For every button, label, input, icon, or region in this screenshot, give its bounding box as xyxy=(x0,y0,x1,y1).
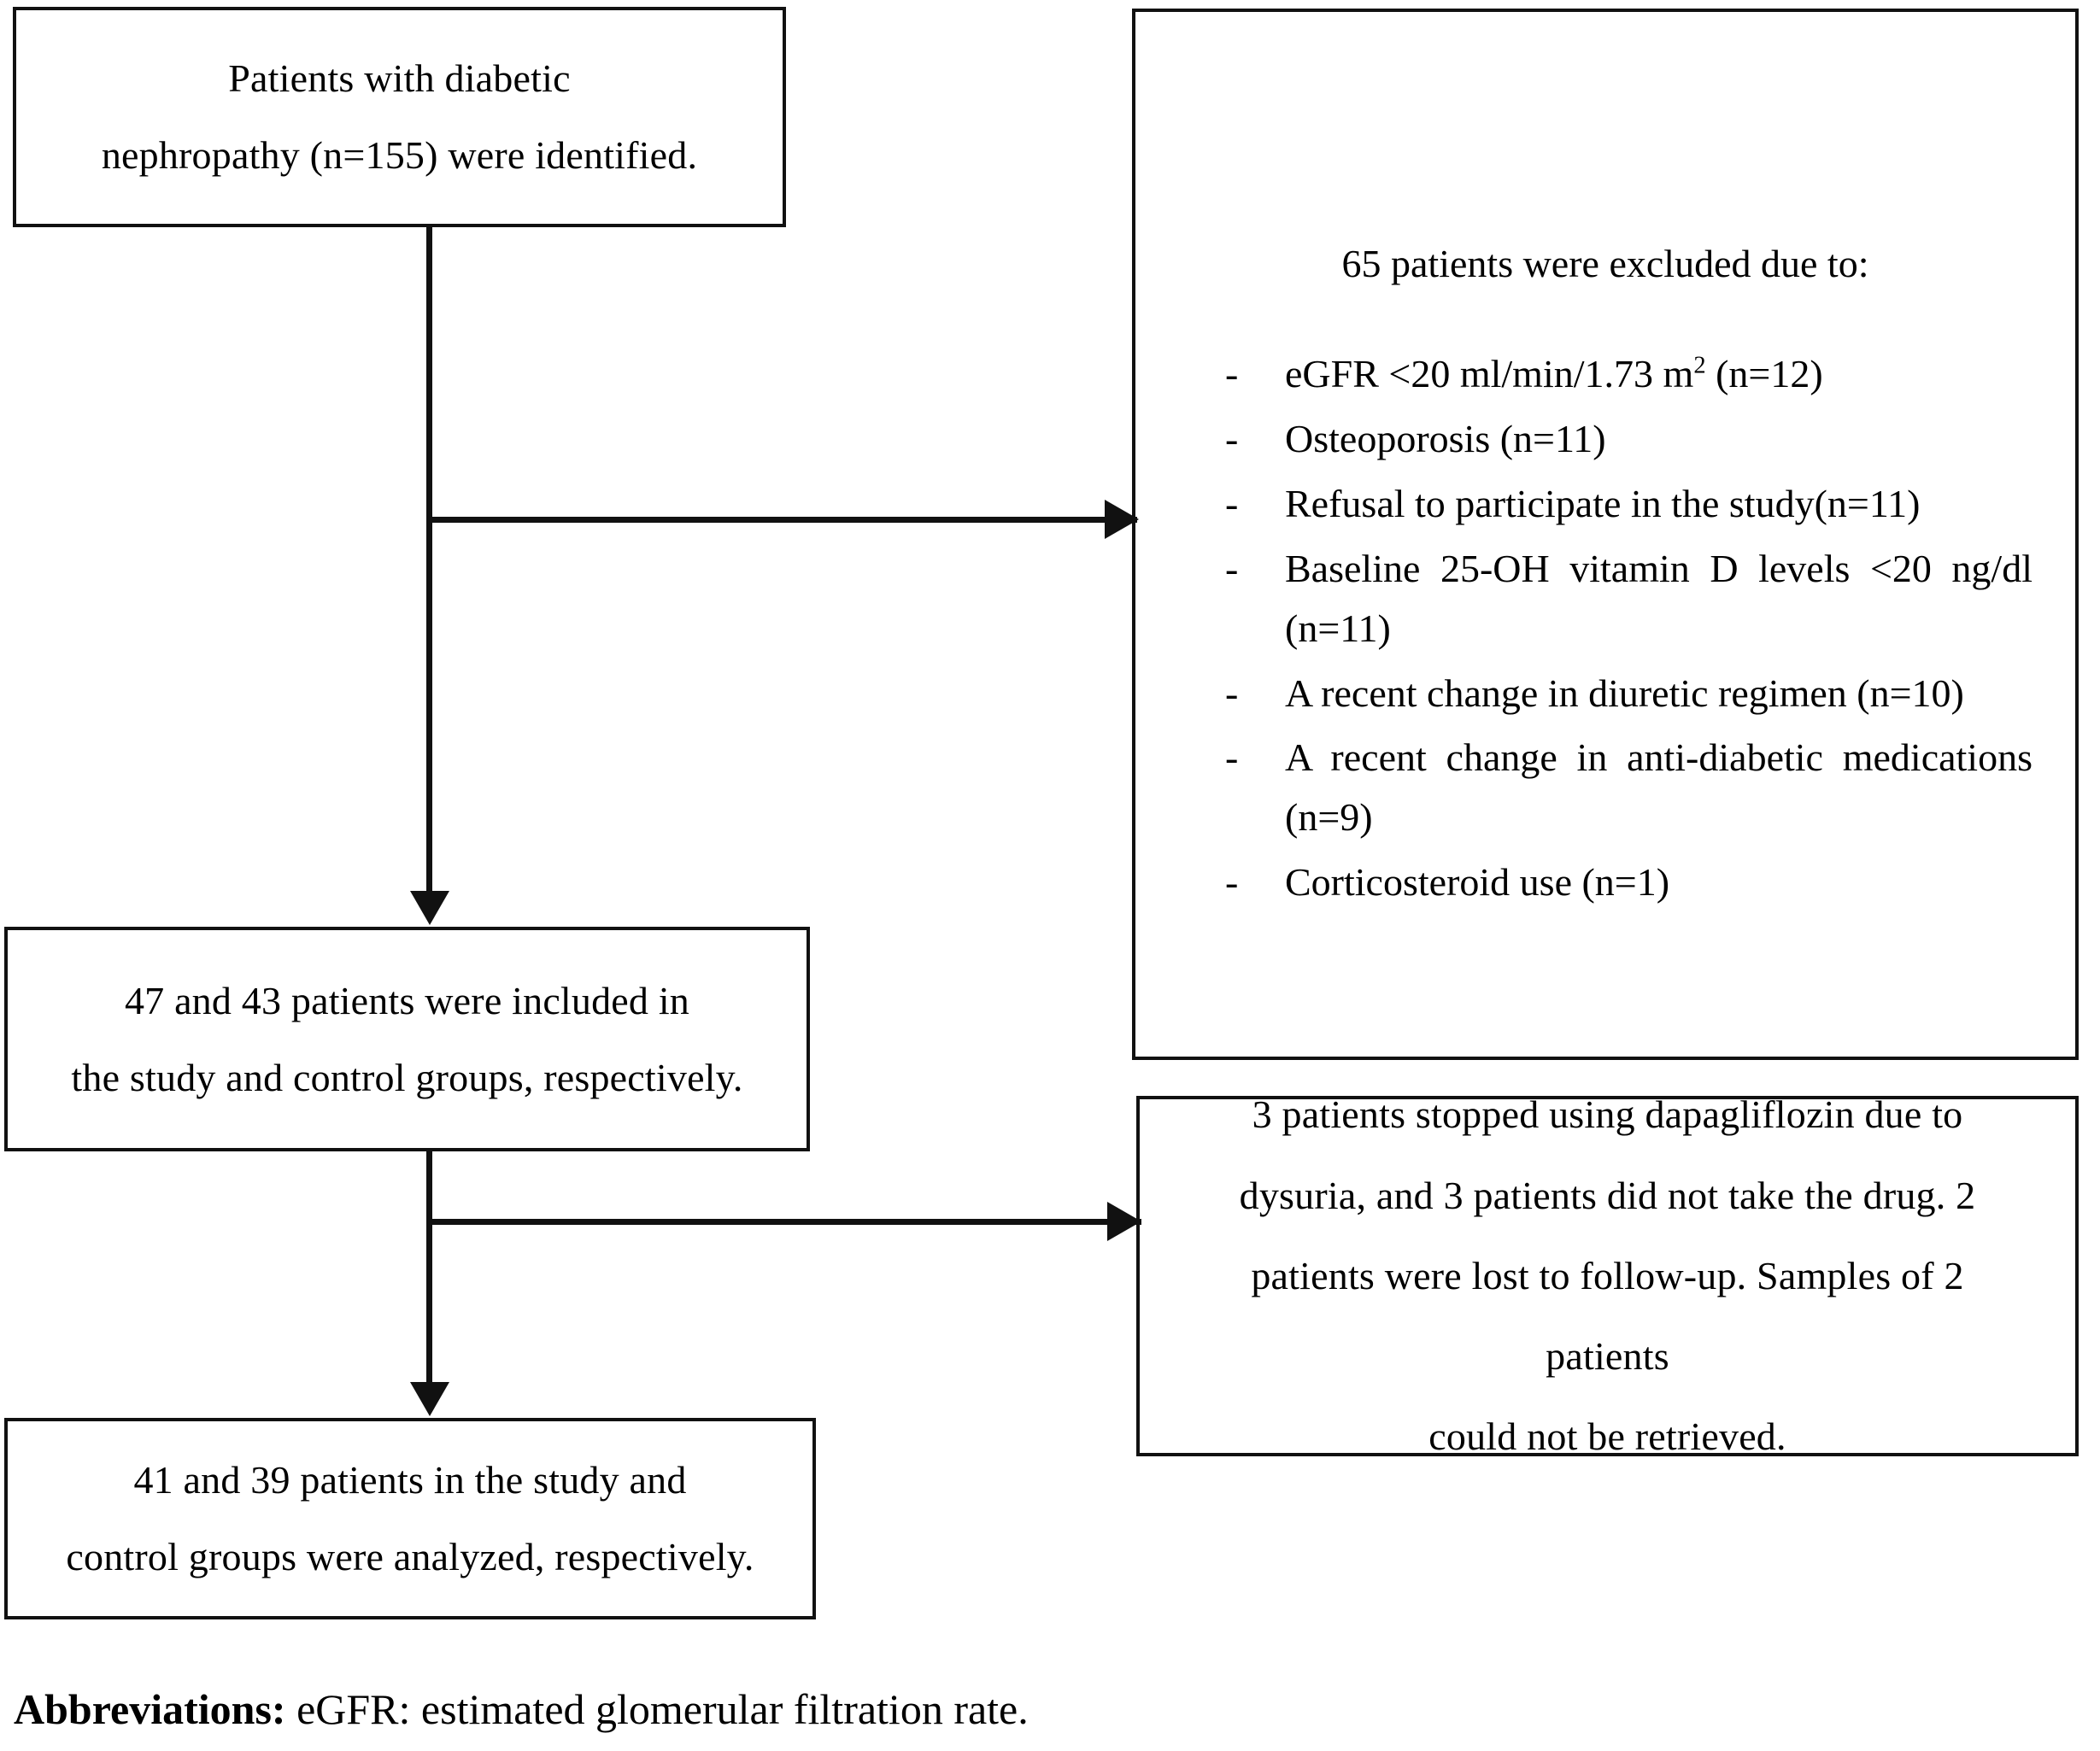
list-item: - A recent change in diuretic regimen (n… xyxy=(1135,664,2075,723)
list-item: - A recent change in anti-diabetic medic… xyxy=(1135,728,2075,847)
box-patients-included: 47 and 43 patients were included in the … xyxy=(4,927,810,1151)
arrowhead-down-icon xyxy=(410,1382,449,1416)
exclusions-list: - eGFR <20 ml/min/1.73 m2 (n=12) - Osteo… xyxy=(1135,344,2075,912)
exclusion-item-superscript: 2 xyxy=(1693,352,1706,379)
list-item: - Refusal to participate in the study(n=… xyxy=(1135,474,2075,534)
bullet-dash-icon: - xyxy=(1225,860,1239,905)
dropouts-line-2: dysuria, and 3 patients did not take the… xyxy=(1239,1173,1976,1217)
box-patients-analyzed: 41 and 39 patients in the study and cont… xyxy=(4,1418,816,1619)
box-patients-identified: Patients with diabetic nephropathy (n=15… xyxy=(13,7,786,227)
abbreviations-label: Abbreviations: xyxy=(14,1685,286,1733)
exclusion-item-text: A recent change in anti-diabetic medicat… xyxy=(1285,735,2033,840)
list-item: - eGFR <20 ml/min/1.73 m2 (n=12) xyxy=(1135,344,2075,404)
bullet-dash-icon: - xyxy=(1225,352,1239,395)
exclusion-item-prefix: eGFR <20 ml/min/1.73 m xyxy=(1285,352,1694,395)
exclusion-item-text: Corticosteroid use (n=1) xyxy=(1285,860,1670,905)
analyzed-line-1: 41 and 39 patients in the study and xyxy=(133,1458,687,1502)
dropouts-line-4: could not be retrieved. xyxy=(1428,1414,1786,1459)
connector-included-to-analyzed xyxy=(426,1151,432,1384)
bullet-dash-icon: - xyxy=(1225,546,1239,590)
dropouts-line-3: patients were lost to follow-up. Samples… xyxy=(1251,1253,1964,1379)
abbreviations-caption: Abbreviations: eGFR: estimated glomerula… xyxy=(14,1684,1029,1734)
identified-line-1: Patients with diabetic xyxy=(228,56,571,101)
arrowhead-right-icon xyxy=(1107,1202,1141,1241)
bullet-dash-icon: - xyxy=(1225,481,1239,525)
exclusion-item-text: Refusal to participate in the study(n=11… xyxy=(1285,481,1921,525)
included-line-2: the study and control groups, respective… xyxy=(71,1055,743,1099)
bullet-dash-icon: - xyxy=(1225,671,1239,715)
arrowhead-right-icon xyxy=(1105,500,1139,539)
exclusion-item-suffix: (n=12) xyxy=(1705,352,1823,395)
bullet-dash-icon: - xyxy=(1225,416,1239,460)
abbreviations-text: eGFR: estimated glomerular filtration ra… xyxy=(285,1685,1029,1733)
exclusion-item-text: A recent change in diuretic regimen (n=1… xyxy=(1285,671,1964,715)
exclusion-item-text: Osteoporosis (n=11) xyxy=(1285,416,1606,460)
list-item: - Baseline 25-OH vitamin D levels <20 ng… xyxy=(1135,539,2075,659)
list-item: - Osteoporosis (n=11) xyxy=(1135,409,2075,469)
exclusions-heading: 65 patients were excluded due to: xyxy=(1341,242,1869,285)
analyzed-line-2: control groups were analyzed, respective… xyxy=(66,1535,754,1578)
connector-identified-to-included xyxy=(426,227,432,893)
box-patients-identified-text: Patients with diabetic nephropathy (n=15… xyxy=(79,40,719,193)
exclusion-item-text: Baseline 25-OH vitamin D levels <20 ng/d… xyxy=(1285,546,2033,650)
identified-line-2: nephropathy (n=155) were identified. xyxy=(101,133,698,177)
box-dropouts: 3 patients stopped using dapagliflozin d… xyxy=(1136,1092,2079,1458)
arrowhead-down-icon xyxy=(410,891,449,925)
box-patients-analyzed-text: 41 and 39 patients in the study and cont… xyxy=(47,1442,772,1595)
list-item: - Corticosteroid use (n=1) xyxy=(1135,852,2075,912)
box-patients-included-text: 47 and 43 patients were included in the … xyxy=(52,963,761,1116)
dropouts-line-1: 3 patients stopped using dapagliflozin d… xyxy=(1252,1092,1963,1137)
connector-included-to-dropouts xyxy=(426,1219,1141,1225)
bullet-dash-icon: - xyxy=(1225,735,1239,780)
connector-identified-to-exclusions xyxy=(426,517,1137,523)
box-exclusions: 65 patients were excluded due to: - eGFR… xyxy=(1132,9,2079,1060)
box-dropouts-text: 3 patients stopped using dapagliflozin d… xyxy=(1140,1075,2075,1477)
included-line-1: 47 and 43 patients were included in xyxy=(124,978,690,1022)
exclusion-item-text: eGFR <20 ml/min/1.73 m2 (n=12) xyxy=(1285,344,2033,404)
